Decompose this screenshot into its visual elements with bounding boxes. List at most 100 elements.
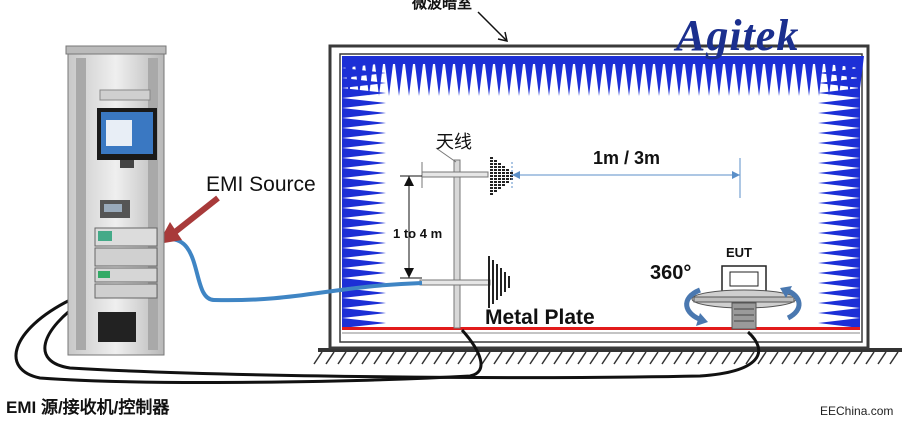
absorber-cone: [818, 258, 860, 268]
absorber-cone: [818, 148, 860, 158]
absorber-cone: [818, 198, 860, 208]
absorber-cone: [364, 56, 374, 96]
metal-plate-label: Metal Plate: [485, 306, 595, 329]
absorber-cone: [818, 248, 860, 258]
absorber-cone: [342, 188, 386, 198]
absorber-cone: [624, 56, 634, 96]
ground-base: [313, 348, 902, 365]
chamber-pointer-arrow: [477, 11, 508, 42]
lower-antenna: [488, 256, 510, 308]
absorber-cone: [342, 148, 386, 158]
absorber-cone: [342, 138, 386, 148]
absorber-cone: [818, 168, 860, 178]
absorber-cone: [818, 108, 860, 118]
absorber-cone: [342, 268, 386, 278]
absorber-cone: [394, 56, 404, 96]
absorber-cone: [818, 178, 860, 188]
absorber-cone: [514, 56, 524, 96]
absorber-cone: [818, 278, 860, 288]
absorber-cone: [342, 208, 386, 218]
absorber-cone: [342, 178, 386, 188]
absorber-cone: [714, 56, 724, 96]
brand-logo: Agitek: [676, 11, 800, 60]
emi-source-pointer: [158, 195, 220, 244]
absorber-cone: [804, 56, 814, 96]
metal-plate-floor: [342, 327, 860, 330]
rf-cable: [161, 237, 423, 303]
absorber-cone: [764, 56, 774, 96]
absorber-cone: [414, 56, 424, 96]
absorber-cone: [554, 56, 564, 96]
absorber-cone: [384, 56, 394, 96]
absorber-cone: [818, 88, 860, 98]
absorber-cone: [404, 56, 414, 96]
antenna-mast: [435, 147, 461, 329]
absorber-cone: [818, 128, 860, 138]
absorber-cone: [818, 138, 860, 148]
absorber-cone: [374, 56, 384, 96]
absorber-cone: [342, 88, 386, 98]
absorber-cone: [794, 56, 804, 96]
absorber-cone: [342, 108, 386, 118]
absorber-cone: [454, 56, 464, 96]
chamber-outer-wall: [328, 44, 870, 350]
absorber-cone: [342, 78, 386, 88]
equipment-rack: [65, 45, 167, 356]
credit-label: EEChina.com: [820, 404, 894, 418]
absorber-cone: [564, 56, 574, 96]
absorber-cone: [534, 56, 544, 96]
absorber-cone: [734, 56, 744, 96]
absorber-cone: [342, 198, 386, 208]
absorber-cone: [584, 56, 594, 96]
absorber-cone: [664, 56, 674, 96]
log-periodic-antenna: [490, 157, 513, 195]
absorber-cone: [504, 56, 514, 96]
absorber-cone: [574, 56, 584, 96]
absorber-cones: [342, 56, 864, 328]
rotation-angle-label: 360°: [650, 262, 692, 284]
distance-dimension: [511, 158, 741, 198]
absorber-cone: [474, 56, 484, 96]
absorber-cone: [524, 56, 534, 96]
system-label: EMI 源/接收机/控制器: [6, 398, 170, 417]
absorber-cone: [342, 118, 386, 128]
absorber-cone: [674, 56, 684, 96]
rotation-arrows: [684, 286, 802, 326]
antenna-lower-arm: [419, 279, 491, 286]
absorber-cone: [342, 68, 386, 78]
absorber-cone: [594, 56, 604, 96]
absorber-cone: [784, 56, 794, 96]
absorber-cone: [644, 56, 654, 96]
absorber-cone: [694, 56, 704, 96]
absorber-cone: [744, 56, 754, 96]
absorber-cone: [424, 56, 434, 96]
control-cables: [14, 298, 760, 384]
absorber-cone: [434, 56, 444, 96]
absorber-cone: [342, 318, 386, 328]
absorber-cone: [444, 56, 454, 96]
absorber-cone: [494, 56, 504, 96]
antenna-label: 天线: [436, 132, 472, 152]
absorber-cone: [342, 168, 386, 178]
absorber-cone: [818, 268, 860, 278]
absorber-cone: [818, 208, 860, 218]
absorber-cone: [342, 258, 386, 268]
absorber-cone: [818, 188, 860, 198]
absorber-cone: [818, 298, 860, 308]
absorber-cone: [774, 56, 784, 96]
absorber-cone: [342, 298, 386, 308]
absorber-cone: [814, 56, 824, 96]
chamber-label: 微波暗室: [412, 0, 473, 12]
absorber-cone: [824, 56, 834, 96]
absorber-cone: [342, 228, 386, 238]
absorber-cone: [724, 56, 734, 96]
distance-label: 1m / 3m: [593, 148, 661, 168]
absorber-cone: [818, 98, 860, 108]
absorber-cone: [818, 318, 860, 328]
absorber-cone: [704, 56, 714, 96]
absorber-cone: [754, 56, 764, 96]
absorber-cone: [818, 228, 860, 238]
absorber-cone: [484, 56, 494, 96]
